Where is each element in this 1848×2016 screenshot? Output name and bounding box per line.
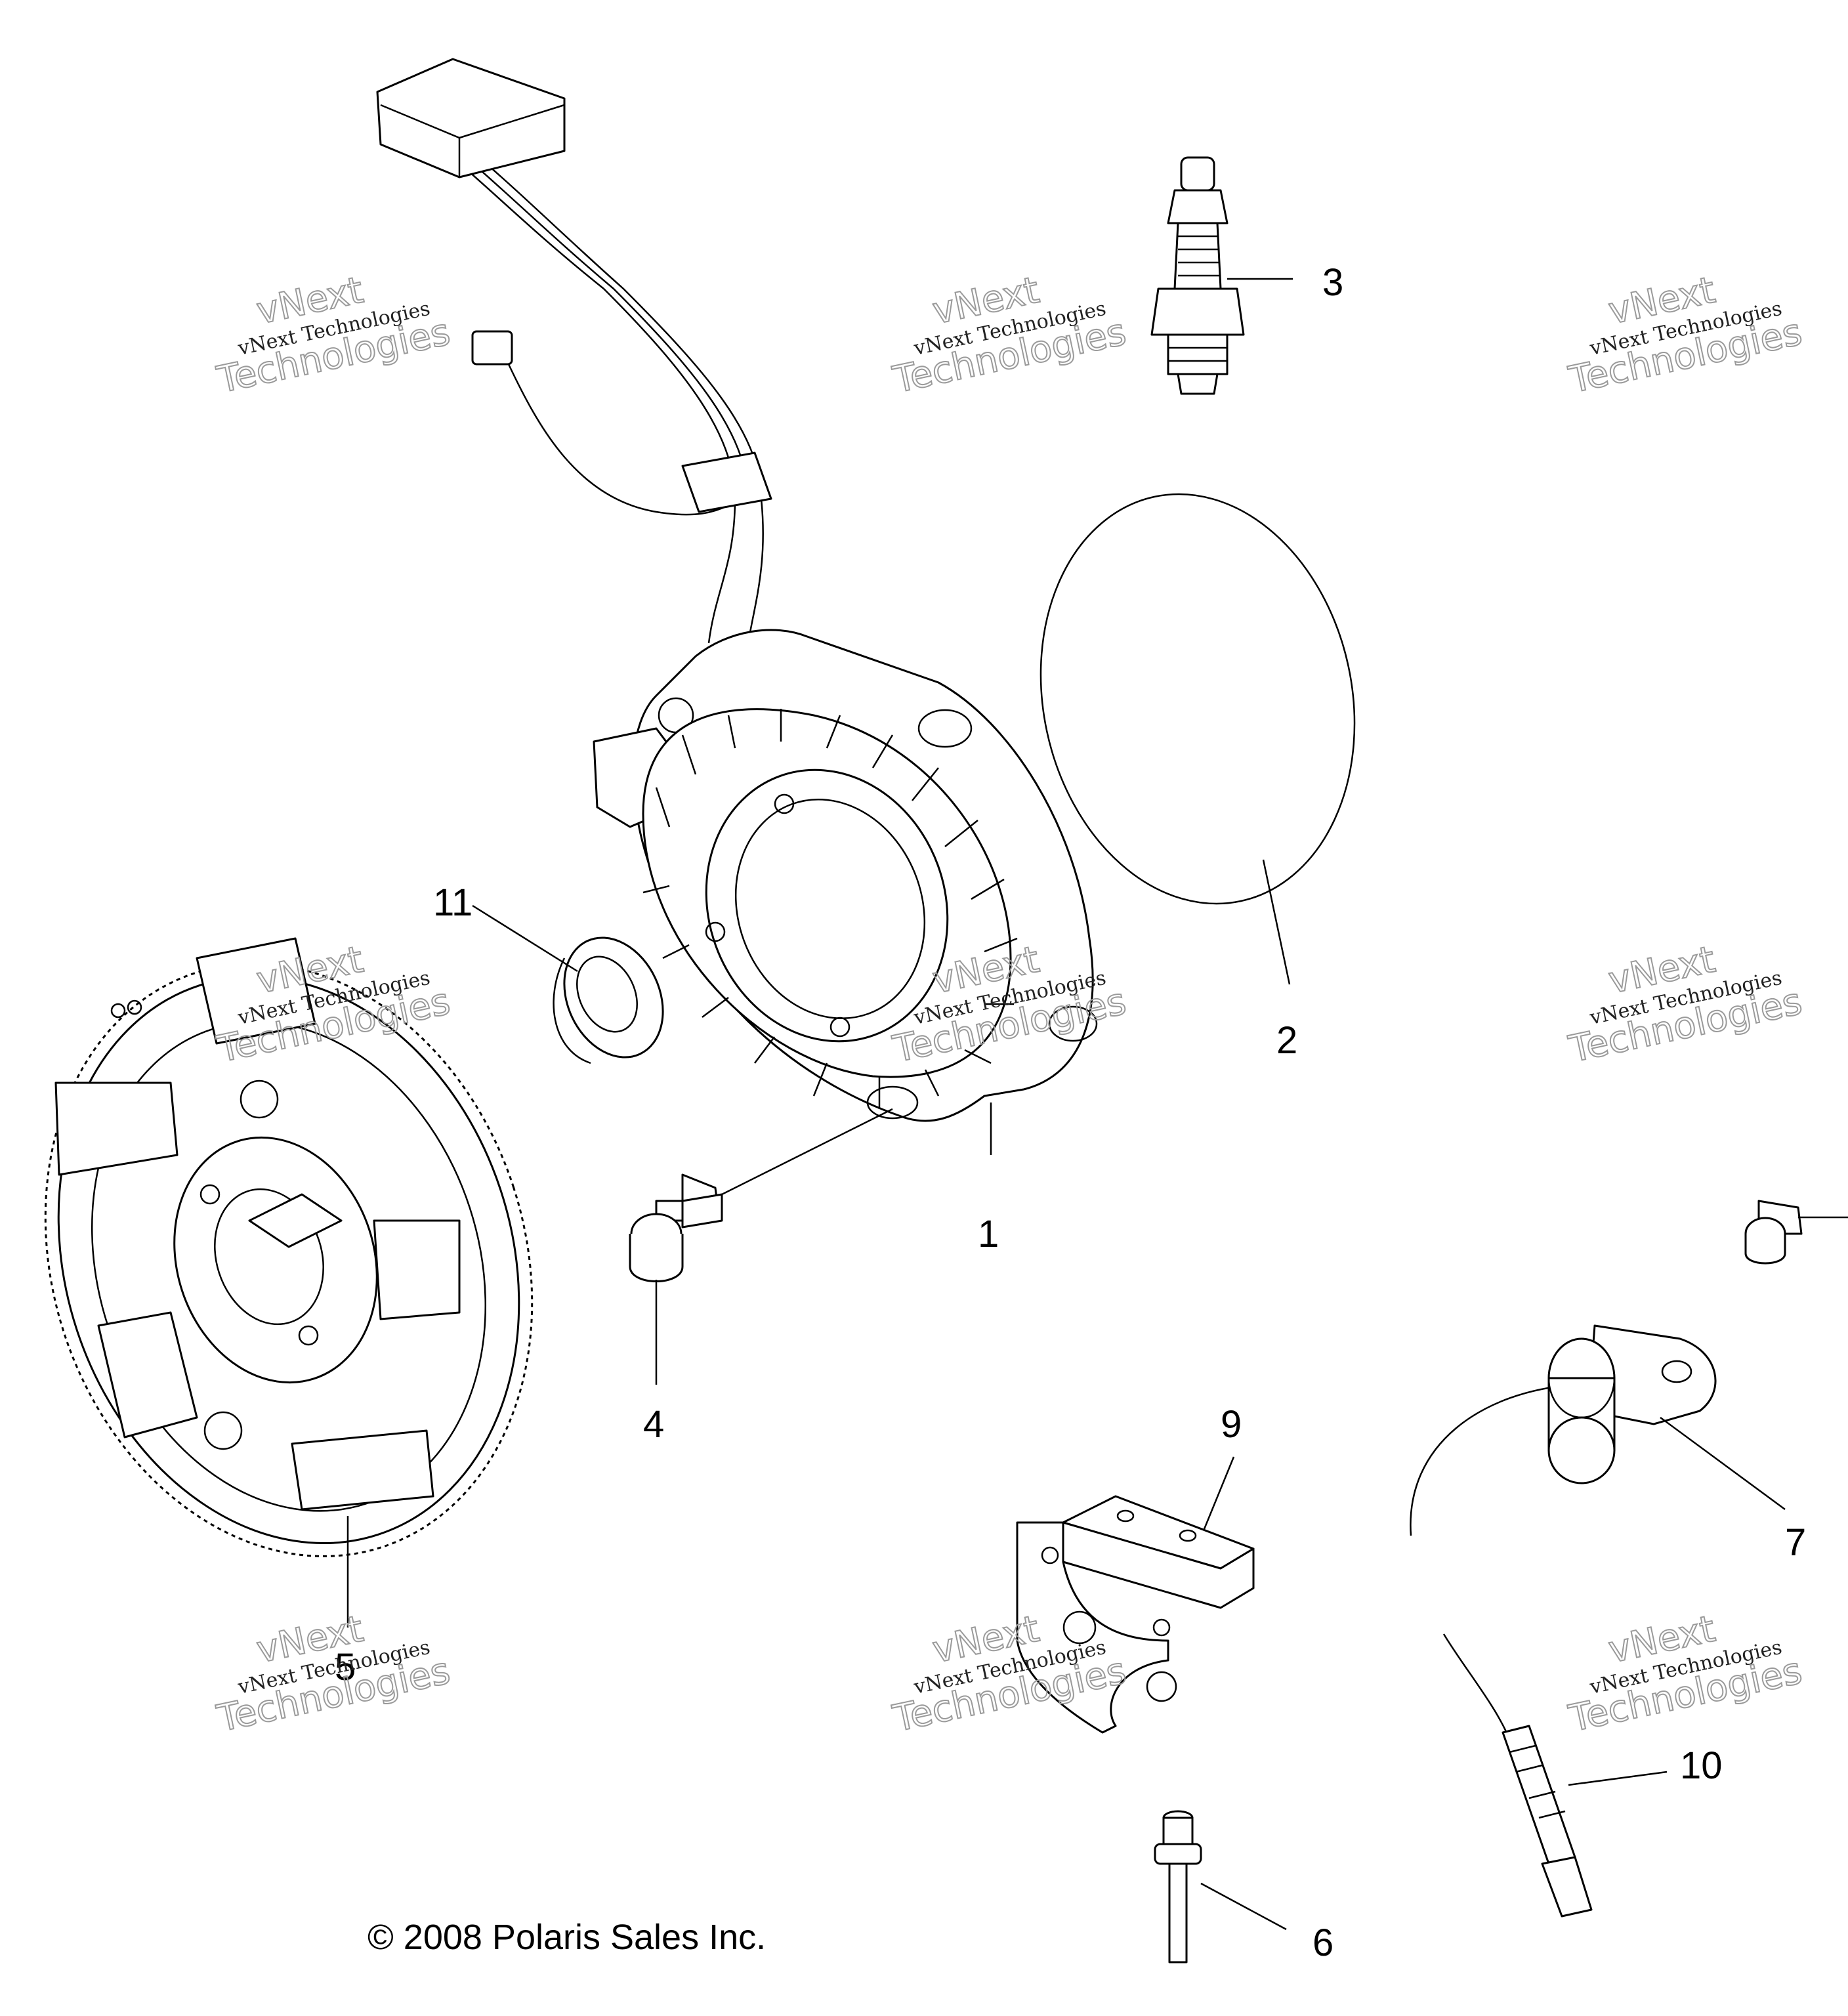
leader-lines bbox=[346, 278, 1786, 1931]
part-pin[interactable] bbox=[1154, 1810, 1202, 1964]
part-sensor[interactable] bbox=[1410, 1324, 1717, 1536]
part-bracket[interactable] bbox=[1016, 1495, 1255, 1734]
copyright-notice: © 2008 Polaris Sales Inc. bbox=[368, 1918, 766, 1957]
watermark: vNext vNext Technologies Technologies bbox=[213, 268, 454, 402]
watermark: vNext vNext Technologies Technologies bbox=[213, 1607, 454, 1741]
callout-labels: 1 2 3 4 5 6 7 9 10 11 bbox=[335, 261, 1806, 1964]
callout-3: 3 bbox=[1322, 261, 1343, 304]
callout-2: 2 bbox=[1276, 1019, 1297, 1062]
callout-6: 6 bbox=[1312, 1922, 1334, 1964]
callout-7: 7 bbox=[1785, 1521, 1806, 1564]
callout-1: 1 bbox=[978, 1213, 999, 1255]
part-seal[interactable] bbox=[545, 921, 681, 1073]
watermark-group: vNext vNext Technologies Technologies vN… bbox=[213, 268, 1806, 1741]
callout-5: 5 bbox=[335, 1646, 356, 1689]
part-flywheel[interactable] bbox=[0, 900, 607, 1620]
callout-10: 10 bbox=[1680, 1744, 1723, 1787]
part-bolt[interactable] bbox=[1744, 1200, 1848, 1265]
part-stator[interactable] bbox=[376, 58, 1098, 1122]
callout-4: 4 bbox=[643, 1403, 664, 1446]
watermark: vNext vNext Technologies Technologies bbox=[1564, 938, 1806, 1072]
watermark: vNext vNext Technologies Technologies bbox=[889, 268, 1130, 402]
part-gasket[interactable] bbox=[1004, 465, 1392, 933]
part-spark-plug[interactable] bbox=[1150, 156, 1245, 395]
callout-11: 11 bbox=[433, 881, 472, 924]
part-probe[interactable] bbox=[1442, 1633, 1593, 1918]
callout-9: 9 bbox=[1221, 1403, 1242, 1446]
watermark: vNext vNext Technologies Technologies bbox=[1564, 1607, 1806, 1741]
part-screw[interactable] bbox=[629, 1173, 723, 1282]
watermark: vNext vNext Technologies Technologies bbox=[1564, 268, 1806, 402]
